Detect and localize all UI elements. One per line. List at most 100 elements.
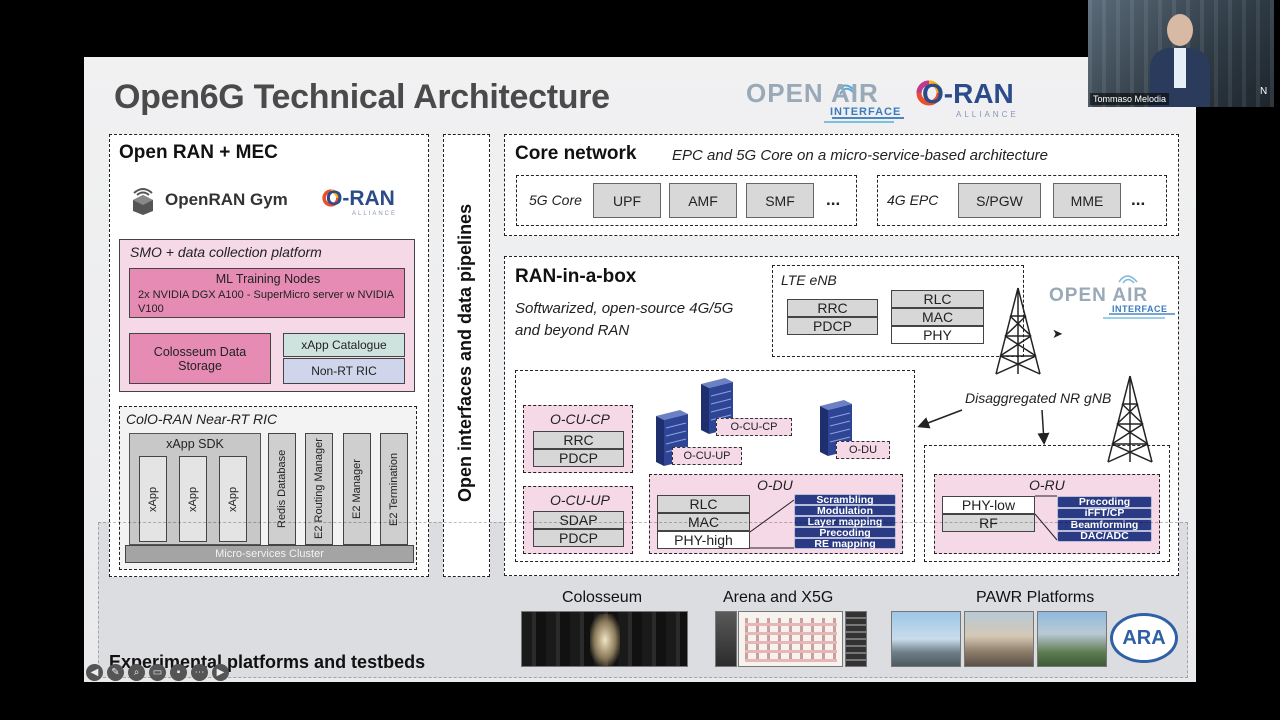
arena-caption: Arena and X5G	[723, 589, 834, 606]
5g-core-more: ...	[826, 190, 841, 209]
du-phy-bracket	[750, 499, 795, 549]
cucp-rrc-box[interactable]: RRC	[533, 431, 624, 449]
ru-phy-low-box[interactable]: PHY-low	[942, 496, 1035, 514]
pen-icon[interactable]: ✎	[107, 663, 124, 681]
cuup-pdcp-box[interactable]: PDCP	[533, 529, 624, 547]
zoom-icon[interactable]: ⌕	[128, 663, 145, 681]
colosseum-storage-box[interactable]: Colosseum Data Storage	[129, 333, 271, 384]
du-phy-high-box[interactable]: PHY-high	[657, 531, 750, 549]
pawr-image-2	[964, 611, 1034, 667]
mme-box[interactable]: MME	[1053, 183, 1121, 218]
du-mac-box[interactable]: MAC	[657, 513, 750, 531]
cuup-sdap-box[interactable]: SDAP	[533, 511, 624, 529]
pawr-caption: PAWR Platforms	[976, 589, 1095, 606]
4g-epc-label: 4G EPC	[887, 192, 939, 208]
lte-mac-box[interactable]: MAC	[891, 308, 984, 326]
4g-epc-group	[877, 175, 1167, 226]
lte-rlc-box[interactable]: RLC	[891, 290, 984, 308]
ran-in-a-box-title: RAN-in-a-box	[515, 266, 637, 287]
openran-gym-logo: OpenRAN Gym	[128, 185, 298, 215]
du-fn-re-mapping[interactable]: RE mapping	[794, 538, 896, 550]
ru-fn-precoding[interactable]: Precoding	[1057, 496, 1152, 508]
open-ran-mec-title: Open RAN + MEC	[119, 142, 278, 163]
oai-ran-text: OPEN AIR	[1049, 285, 1149, 306]
ru-fn-ifft-cp[interactable]: iFFT/CP	[1057, 507, 1152, 519]
xapp-catalogue-box[interactable]: xApp Catalogue	[283, 333, 405, 357]
next-slide-icon[interactable]: ▶	[212, 663, 229, 681]
du-fn-scrambling[interactable]: Scrambling	[794, 494, 896, 506]
non-rt-ric-box[interactable]: Non-RT RIC	[283, 358, 405, 384]
ml-training-nodes-box[interactable]: ML Training Nodes 2x NVIDIA DGX A100 - S…	[129, 268, 405, 318]
prev-slide-icon[interactable]: ◀	[86, 663, 103, 681]
ru-fn-dac-adc[interactable]: DAC/ADC	[1057, 530, 1152, 542]
server-label-du: O-DU	[836, 441, 890, 459]
oai-logo: OPEN AIR INTERFACE	[744, 74, 909, 124]
oai-ran-wave-icon	[1103, 275, 1175, 319]
oran-ring-icon	[916, 80, 942, 106]
oran-alliance-small-logo: O-RAN ALLIANCE	[322, 185, 412, 219]
du-fn-precoding[interactable]: Precoding	[794, 527, 896, 539]
pawr-image-3	[1037, 611, 1107, 667]
video-pin-icon[interactable]: N	[1260, 86, 1268, 97]
s-pgw-box[interactable]: S/PGW	[958, 183, 1041, 218]
ara-logo: ARA	[1110, 613, 1178, 663]
server-icon-du	[820, 400, 852, 456]
lte-tower-icon	[995, 287, 1041, 375]
smf-box[interactable]: SMF	[746, 183, 814, 218]
core-network-subtitle: EPC and 5G Core on a micro-service-based…	[672, 147, 1048, 164]
video-tile[interactable]: Tommaso Melodia N	[1088, 0, 1274, 107]
lte-pdcp-box[interactable]: PDCP	[787, 317, 878, 335]
arena-image-left	[715, 611, 737, 667]
ru-phy-bracket	[1035, 495, 1058, 541]
du-fn-layer-mapping[interactable]: Layer mapping	[794, 516, 896, 528]
slide-controls: ◀ ✎ ⌕ ▭ ▪ ⋯ ▶	[86, 662, 262, 682]
micro-services-cluster-box[interactable]: Micro-services Cluster	[125, 545, 414, 563]
5g-core-group	[516, 175, 857, 226]
arena-image-diagram	[738, 611, 843, 667]
o-ru-container	[924, 445, 1170, 562]
ran-desc-line1: Softwarized, open-source 4G/5G	[515, 300, 734, 317]
testbeds-outline	[98, 522, 1188, 678]
slide-title: Open6G Technical Architecture	[114, 78, 610, 116]
ml-training-title: ML Training Nodes	[215, 272, 321, 286]
openran-gym-text: OpenRAN Gym	[165, 190, 288, 209]
pointer-icon[interactable]: ▪	[170, 663, 187, 681]
more-options-icon[interactable]: ⋯	[191, 663, 208, 681]
openran-gym-icon	[133, 188, 153, 215]
amf-box[interactable]: AMF	[669, 183, 737, 218]
server-label-cu-up: O-CU-UP	[672, 447, 742, 465]
participant-name: Tommaso Melodia	[1090, 93, 1170, 105]
4g-epc-more: ...	[1131, 190, 1146, 209]
smo-title: SMO + data collection platform	[130, 244, 322, 260]
open-interfaces-label: Open interfaces and data pipelines	[455, 203, 475, 502]
colosseum-image	[521, 611, 688, 667]
arena-image-rack	[845, 611, 867, 667]
oai-logo-ran: OPEN AIR INTERFACE	[1047, 268, 1177, 320]
cucp-pdcp-box[interactable]: PDCP	[533, 449, 624, 467]
ara-logo-text: ARA	[1122, 626, 1166, 649]
oran-logo-sub: ALLIANCE	[956, 110, 1019, 119]
ru-rf-box[interactable]: RF	[942, 514, 1035, 532]
du-fn-modulation[interactable]: Modulation	[794, 505, 896, 517]
disaggregated-gnb-box	[515, 370, 915, 562]
o-cu-cp-title: O-CU-CP	[550, 411, 610, 427]
near-rt-ric-title: ColO-RAN Near-RT RIC	[126, 411, 278, 427]
ru-fn-beamforming[interactable]: Beamforming	[1057, 519, 1152, 531]
ru-functions-stack: Precoding iFFT/CP Beamforming DAC/ADC	[1057, 496, 1152, 542]
oran-small-sub: ALLIANCE	[352, 211, 398, 217]
lte-rrc-box[interactable]: RRC	[787, 299, 878, 317]
oran-small-ring-icon	[322, 189, 340, 207]
o-cu-up-title: O-CU-UP	[550, 492, 610, 508]
open-interfaces-column	[443, 134, 490, 577]
ran-desc-line2: and beyond RAN	[515, 322, 630, 339]
upf-box[interactable]: UPF	[593, 183, 661, 218]
5g-core-label: 5G Core	[529, 192, 582, 208]
lte-phy-box[interactable]: PHY	[891, 326, 984, 344]
du-rlc-box[interactable]: RLC	[657, 495, 750, 513]
server-label-cu-cp: O-CU-CP	[716, 418, 792, 436]
subtitles-icon[interactable]: ▭	[149, 663, 166, 681]
oran-small-text: O-RAN	[326, 187, 395, 210]
xapp-sdk-label: xApp SDK	[166, 437, 224, 451]
testbeds-title: Experimental platforms and testbeds	[109, 652, 426, 672]
o-du-title: O-DU	[757, 477, 793, 493]
